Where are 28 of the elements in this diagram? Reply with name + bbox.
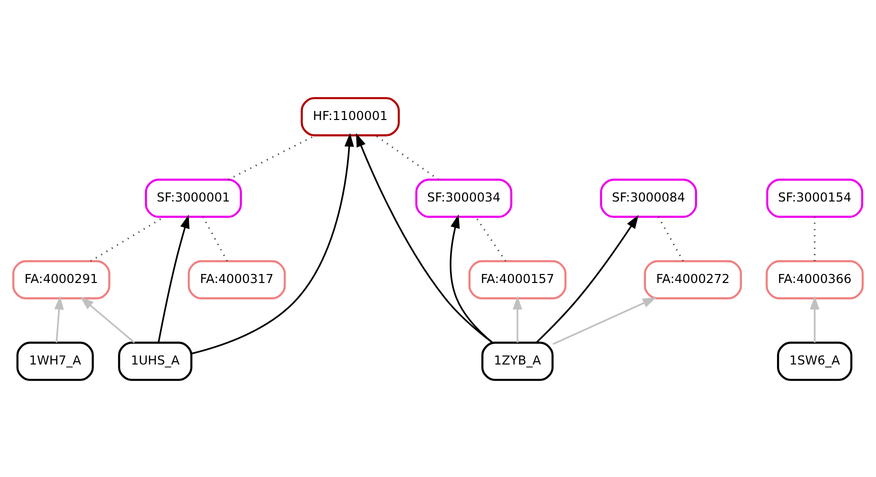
node-box: FA:4000317 [188, 260, 286, 299]
arrow [158, 214, 190, 342]
node-box: FA:4000366 [766, 260, 864, 299]
node-box: SF:3000034 [415, 178, 512, 218]
arrow [191, 132, 354, 354]
node-box: FA:4000291 [12, 260, 110, 299]
connector [374, 134, 440, 180]
node-box: FA:4000157 [468, 260, 566, 299]
arrow [54, 295, 64, 342]
node-box: 1ZYB_A [481, 341, 554, 380]
node-box: FA:4000272 [644, 260, 742, 299]
connector [475, 216, 506, 262]
node-box: SF:3000001 [144, 178, 242, 218]
node-box: 1SW6_A [777, 341, 852, 380]
arrow [450, 214, 494, 343]
node-box: HF:1100001 [300, 96, 400, 136]
arrow [552, 296, 656, 344]
arrow [536, 214, 639, 343]
arrow [356, 132, 493, 343]
arrow [810, 295, 820, 342]
node-box: SF:3000154 [766, 178, 864, 218]
node-box: SF:3000084 [600, 178, 698, 218]
connector [202, 216, 228, 261]
arrow [512, 295, 522, 342]
node-box: 1WH7_A [16, 341, 94, 380]
arrow [80, 296, 135, 343]
connector [658, 216, 684, 261]
node-box: 1UHS_A [118, 341, 192, 380]
